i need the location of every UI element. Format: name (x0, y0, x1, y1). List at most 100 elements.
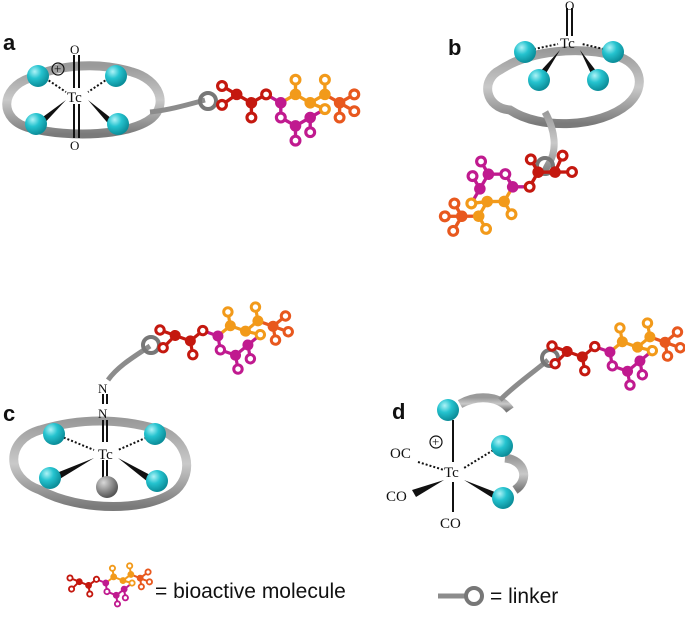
donor-atom (144, 423, 166, 445)
molecule-atom (447, 224, 460, 237)
carbonyl-bottom: CO (440, 516, 461, 532)
bonds-a (41, 55, 113, 138)
charge-circle-d (429, 435, 443, 449)
molecule-atom (126, 562, 134, 570)
oxo-bottom-a: O (70, 138, 79, 153)
molecule-atom (242, 339, 254, 351)
panel-d: d Tc OC CO CO + (386, 348, 560, 532)
donor-atom (27, 65, 49, 87)
molecule-atom (318, 73, 331, 86)
molecule-atom (481, 195, 493, 208)
molecule-atom (230, 349, 242, 361)
molecule-atom (659, 336, 671, 348)
molecule-atom (230, 88, 243, 101)
molecule-atom (137, 583, 145, 591)
molecule-atom (289, 73, 302, 86)
donor-atom (492, 487, 514, 509)
molecule-atom (119, 577, 127, 584)
molecule-atom (641, 317, 654, 329)
molecule-atom (549, 358, 561, 370)
molecule-atom (86, 590, 94, 598)
donor-atom (105, 65, 127, 87)
metal-b: Tc (560, 36, 575, 52)
legend-linker-label: = linker (490, 585, 558, 608)
molecule-atom (128, 579, 136, 587)
molecule-atom (136, 574, 144, 582)
legend-bioactive-label: = bioactive molecule (155, 580, 346, 603)
molecule-atom (674, 342, 685, 354)
molecule-atom (289, 88, 302, 101)
molecule-atom (144, 568, 152, 576)
molecule-atom (279, 310, 292, 322)
molecule-atom (671, 326, 684, 338)
molecule-atom (632, 341, 644, 353)
molecule-atom (438, 210, 451, 223)
chelator-ring-c (9, 416, 192, 511)
molecule-atom (616, 336, 628, 348)
nitrogen-2: N (98, 406, 108, 421)
molecule-atom (661, 350, 674, 362)
molecule-atom (333, 97, 346, 109)
metal-d: Tc (444, 465, 459, 481)
linker-c (105, 343, 152, 382)
molecule-atom (472, 210, 485, 222)
molecule-atom (121, 594, 129, 602)
molecule-atom (304, 111, 316, 124)
legend-linker-icon (438, 586, 484, 606)
molecule-atom (244, 353, 257, 365)
molecule-atom (113, 600, 121, 608)
molecule-atom (348, 88, 361, 101)
molecule-atom (566, 166, 578, 178)
linker-ring-a (198, 91, 218, 111)
chelator-ring-a (2, 61, 165, 139)
donor-atom (528, 69, 550, 91)
molecule-atom (274, 111, 287, 124)
bioactive-molecule-a (216, 73, 361, 147)
molecule-atom (556, 149, 569, 162)
panel-b: b O Tc (448, 0, 644, 176)
molecule-atom (145, 578, 153, 586)
donor-atom (146, 470, 168, 492)
molecule-atom (549, 166, 561, 178)
molecule-atom (249, 301, 262, 313)
molecule-atom (589, 340, 601, 353)
linker-ring-c (141, 335, 161, 355)
molecule-atom (103, 588, 111, 596)
molecule-atom (169, 329, 181, 341)
chelator-arc-d2 (504, 453, 529, 494)
molecule-atom (224, 320, 236, 332)
molecule-atom (245, 97, 258, 109)
molecule-atom (187, 348, 199, 361)
molecule-atom (269, 334, 282, 346)
panel-b-label: b (448, 35, 461, 60)
molecule-atom (636, 369, 649, 381)
molecule-atom (455, 210, 468, 223)
molecule-atom (604, 346, 616, 358)
molecule-atom (216, 80, 228, 92)
molecule-atom (154, 324, 166, 336)
charge-circle-a (51, 62, 65, 76)
molecule-atom (222, 306, 234, 318)
molecule-atom (214, 344, 227, 356)
molecule-atom (184, 335, 196, 347)
donor-atom (39, 467, 61, 489)
donor-atom (514, 41, 536, 63)
molecule-atom (482, 168, 495, 180)
molecule-atom (606, 360, 619, 372)
donor-atom (25, 113, 47, 135)
oxo-top-b: O (565, 0, 574, 13)
molecule-atom (275, 97, 287, 109)
panel-c-label: c (3, 401, 15, 426)
molecule-atom (254, 328, 267, 341)
molecule-atom (523, 180, 536, 193)
molecule-atom (499, 168, 512, 181)
molecule-atom (260, 88, 273, 101)
molecule-atom (448, 197, 461, 210)
molecule-atom (465, 197, 478, 210)
bonds-c (59, 394, 151, 480)
molecule-atom (614, 322, 626, 334)
linker-d (498, 358, 550, 402)
molecule-atom (110, 573, 118, 581)
molecule-atom (532, 166, 544, 178)
